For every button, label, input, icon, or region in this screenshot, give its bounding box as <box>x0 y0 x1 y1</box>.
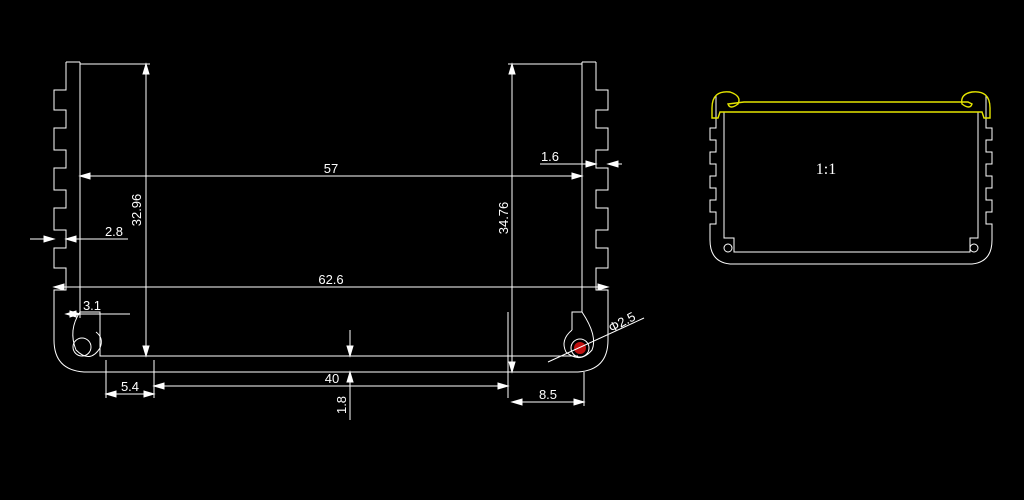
arrow <box>64 235 77 243</box>
arrow <box>152 382 165 390</box>
dim-62-6: 62.6 <box>318 272 343 287</box>
arrow <box>573 398 586 406</box>
right-screw-channel <box>563 311 595 358</box>
arrow <box>142 62 150 75</box>
left-screw-channel <box>72 311 102 357</box>
dim-57: 57 <box>324 161 338 176</box>
arrow <box>346 345 354 358</box>
arrow <box>346 370 354 383</box>
scale-view-lid <box>711 91 991 119</box>
dim-2-8: 2.8 <box>105 224 123 239</box>
dim-leader-phi-2-5 <box>547 317 645 363</box>
scale-view-left-hole <box>723 243 733 253</box>
right-screw-hole <box>570 338 590 358</box>
arrow <box>43 235 56 243</box>
left-wall-inner <box>79 62 578 357</box>
arrow <box>508 361 516 374</box>
scale-view <box>709 91 993 265</box>
arrow <box>69 310 82 318</box>
left-wall-profile <box>53 62 609 373</box>
dimension-lines <box>30 62 645 420</box>
scale-view-outer <box>709 96 993 265</box>
arrow <box>497 382 510 390</box>
left-screw-hole <box>72 337 92 357</box>
scale-label: 1:1 <box>816 161 836 178</box>
scale-view-inner <box>723 111 979 253</box>
dim-3-1: 3.1 <box>83 298 101 313</box>
hole-marker <box>574 342 586 354</box>
scale-view-right-hole <box>969 243 979 253</box>
arrow <box>585 160 598 168</box>
dim-40: 40 <box>325 371 339 386</box>
arrow <box>510 398 523 406</box>
main-profile <box>53 61 609 373</box>
arrow <box>606 160 619 168</box>
arrow <box>104 390 117 398</box>
arrow <box>571 172 584 180</box>
dim-34-76: 34.76 <box>496 202 511 235</box>
arrow <box>52 283 65 291</box>
dim-1-6: 1.6 <box>541 149 559 164</box>
arrow <box>597 283 610 291</box>
dim-32-96: 32.96 <box>129 194 144 227</box>
right-wall-inner <box>571 62 583 330</box>
arrow <box>143 390 156 398</box>
dim-5-4: 5.4 <box>121 379 139 394</box>
arrow <box>142 345 150 358</box>
arrow <box>508 62 516 75</box>
dim-1-8: 1.8 <box>334 396 349 414</box>
dim-8-5: 8.5 <box>539 387 557 402</box>
arrow <box>78 172 91 180</box>
